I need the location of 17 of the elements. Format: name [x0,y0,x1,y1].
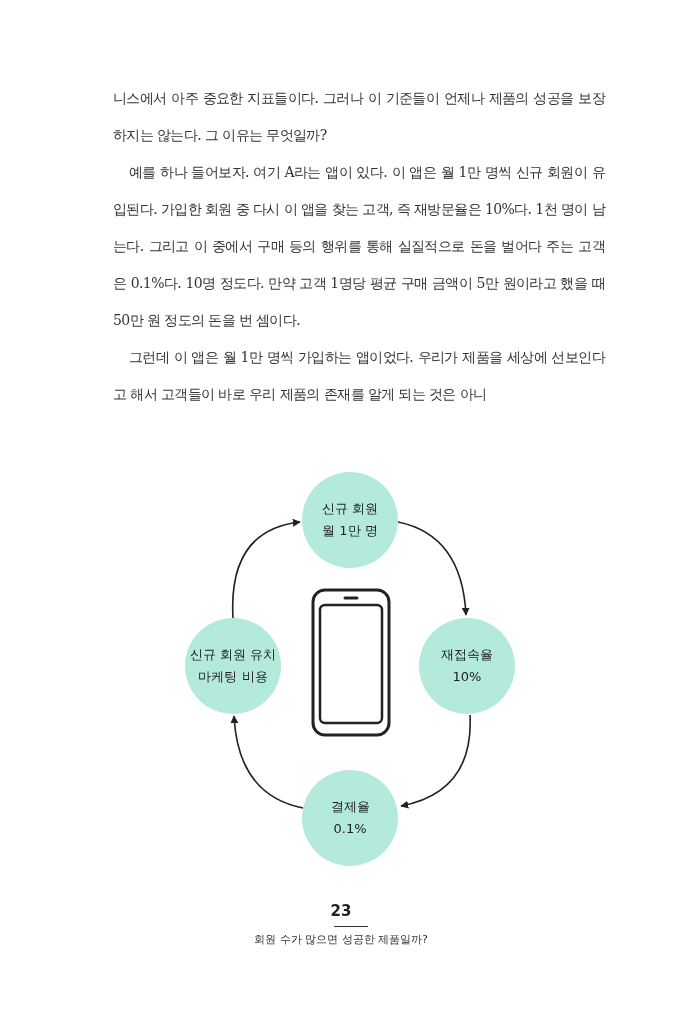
running-footer: 회원 수가 많으면 성공한 제품일까? [254,932,428,947]
body-paragraph: 니스에서 아주 중요한 지표들이다. 그러나 이 기준들이 언제나 제품의 성공을 보장하지는 않는다. 그 이유는 무엇일까? [113,89,605,145]
arrow [231,519,301,619]
circle-label: 신규 회원 유치 [189,646,277,664]
body-paragraph: 그런데 이 앱은 월 1만 명씩 가입하는 앱이었다. 우리가 제품을 세상에 선보인다고 해서 고객들이 바로 우리 제품의 존재를 알게 되는 것은 아니 [113,348,605,404]
circle-label: 월 1만 명 [322,522,378,540]
arrow [397,521,470,616]
circle-label: 10% [452,668,482,686]
circle-label: 재접속율 [441,646,493,664]
circle-label: 신규 회원 [321,500,379,518]
circle-label: 0.1% [333,820,367,838]
page-number: 23 [330,902,352,920]
arrow [400,714,471,809]
circle-label: 마케팅 비용 [198,668,268,686]
arrow [230,715,304,809]
circle-label: 결제율 [330,798,370,816]
body-paragraph: 예를 하나 들어보자. 여기 A라는 앱이 있다. 이 앱은 월 1만 명씩 신규 회원이 유입된다. 가입한 회원 중 다시 이 앱을 찾는 고객, 즉 재방문율은 10%다. 1천 명이 남는다. 그리고 이 중에서 구매 등의 행위를 통해 실질적으로 돈을 벌어다 주는 고객은 0.1%다. 10명 정도다. 만약 고객 1명당 평균 구매 금액이 5만 원이라고 했을 때 50만 원 정도의 돈을 번 셈이다. [113,163,605,330]
